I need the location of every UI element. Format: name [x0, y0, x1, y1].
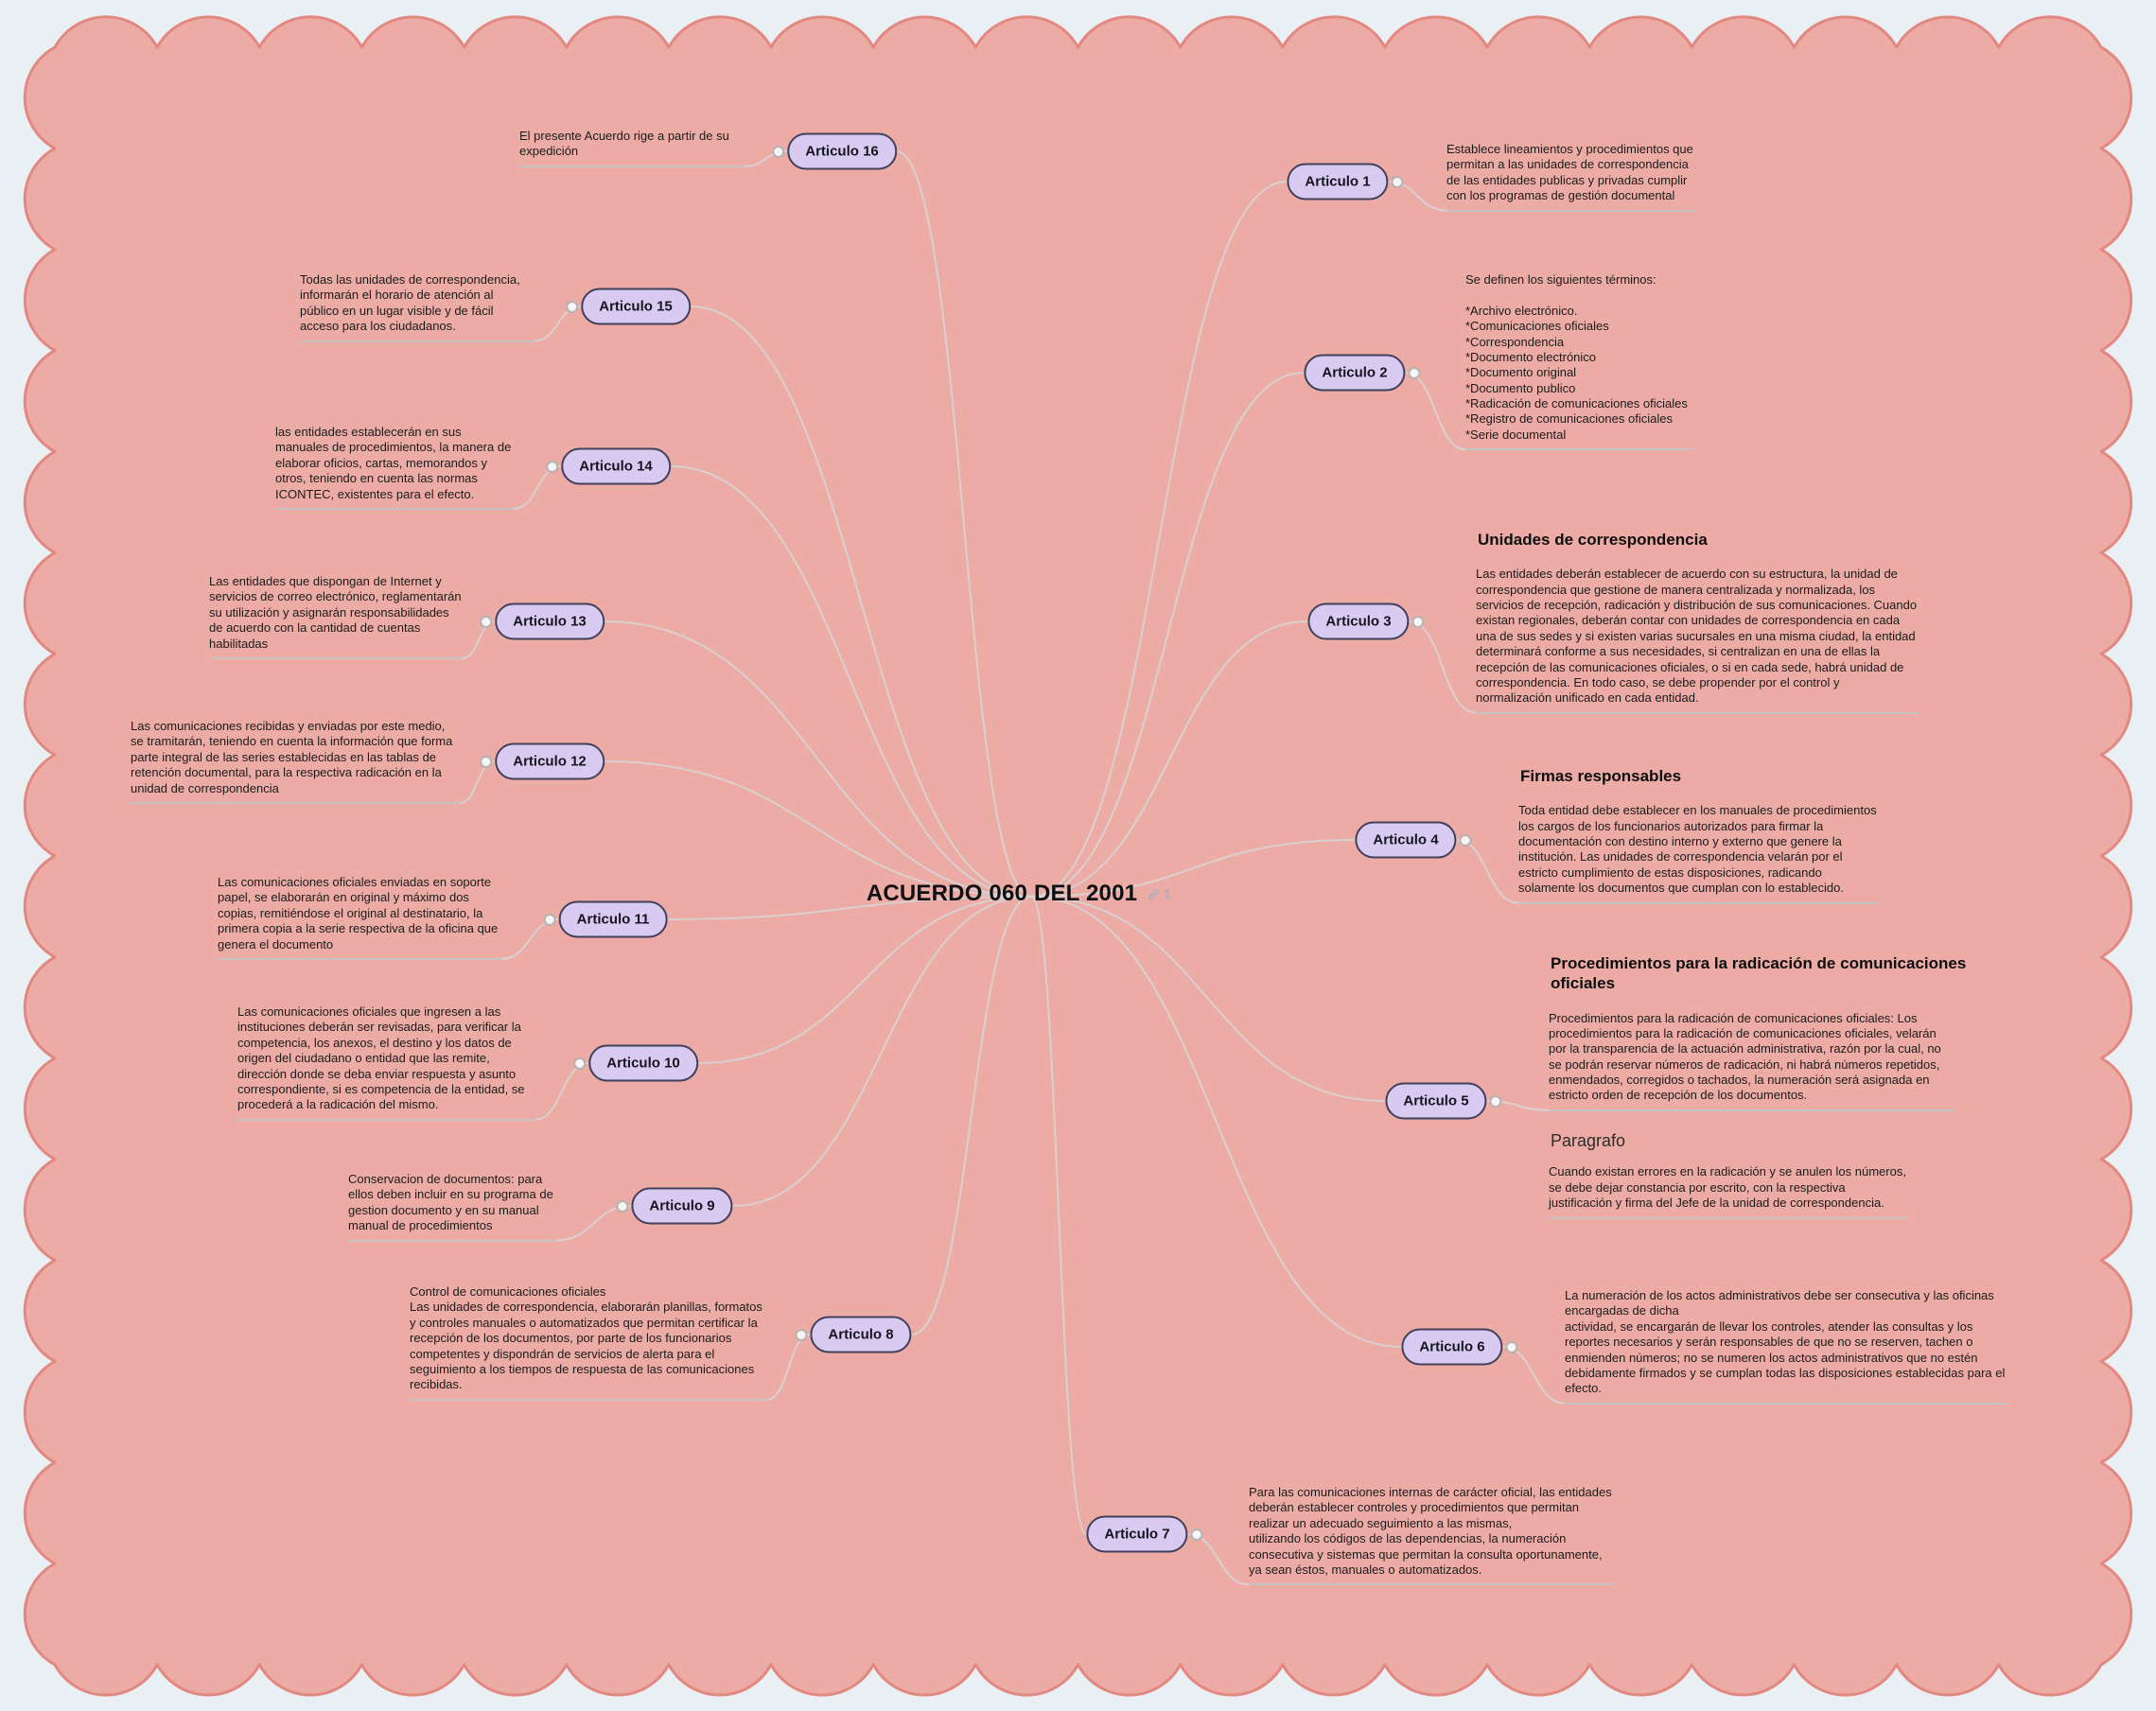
node-articulo-15[interactable]: Articulo 15: [566, 288, 691, 325]
connector-dot-icon: [1411, 615, 1425, 628]
connector-dot-icon: [543, 913, 556, 926]
note-articulo-7[interactable]: Para las comunicaciones internas de cará…: [1249, 1485, 1616, 1586]
link-count: 1: [1164, 886, 1172, 901]
note-text: Conservacion de documentos: para ellos d…: [348, 1172, 556, 1242]
node-label: Articulo 13: [513, 613, 587, 630]
connector-dot-icon: [616, 1199, 629, 1213]
link-icon: [1148, 888, 1159, 899]
connector-dot-icon: [1391, 175, 1404, 188]
node-articulo-9[interactable]: Articulo 9: [616, 1187, 733, 1225]
node-label: Articulo 6: [1419, 1338, 1485, 1355]
node-articulo-1[interactable]: Articulo 1: [1287, 163, 1404, 201]
note-text: Para las comunicaciones internas de cará…: [1249, 1485, 1616, 1586]
node-label: Articulo 16: [805, 143, 879, 160]
note-heading: Procedimientos para la radicación de com…: [1551, 954, 1967, 993]
note-text: Establece lineamientos y procedimientos …: [1446, 142, 1694, 212]
connector-dot-icon: [1505, 1340, 1518, 1353]
node-label: Articulo 1: [1305, 173, 1371, 190]
node-articulo-14[interactable]: Articulo 14: [546, 447, 671, 485]
note-articulo-10[interactable]: Las comunicaciones oficiales que ingrese…: [237, 1004, 535, 1121]
node-articulo-5[interactable]: Articulo 5: [1385, 1082, 1502, 1120]
note-articulo-2[interactable]: Se definen los siguientes términos: *Arc…: [1465, 272, 1692, 451]
connector-dot-icon: [480, 615, 493, 628]
connector-dot-icon: [1489, 1094, 1502, 1108]
note-articulo-5[interactable]: Procedimientos para la radicación de com…: [1549, 953, 2003, 1219]
note-text: Se definen los siguientes términos: *Arc…: [1465, 272, 1692, 451]
note-articulo-14[interactable]: las entidades establecerán en sus manual…: [275, 425, 514, 510]
note-text: las entidades establecerán en sus manual…: [275, 425, 514, 510]
connector-dot-icon: [480, 755, 493, 768]
connector-dot-icon: [1459, 833, 1472, 847]
root-topic[interactable]: ACUERDO 060 DEL 2001 1: [867, 881, 1171, 907]
note-subheading: Paragrafo: [1551, 1130, 1626, 1150]
note-articulo-3[interactable]: Unidades de correspondencia Las entidade…: [1476, 530, 1919, 714]
link-badge[interactable]: 1: [1147, 886, 1171, 901]
note-text: Cuando existan errores en la radicación …: [1549, 1164, 1908, 1219]
connector-dot-icon: [795, 1328, 808, 1341]
node-label: Articulo 10: [606, 1055, 680, 1072]
node-articulo-3[interactable]: Articulo 3: [1307, 602, 1425, 640]
node-articulo-13[interactable]: Articulo 13: [480, 602, 605, 640]
note-text: Las comunicaciones oficiales enviadas en…: [218, 875, 501, 960]
note-articulo-4[interactable]: Firmas responsables Toda entidad debe es…: [1518, 766, 1878, 904]
note-articulo-12[interactable]: Las comunicaciones recibidas y enviadas …: [131, 719, 460, 804]
node-label: Articulo 9: [649, 1197, 715, 1214]
connector-dot-icon: [1190, 1528, 1203, 1541]
node-articulo-2[interactable]: Articulo 2: [1304, 354, 1421, 392]
node-label: Articulo 5: [1403, 1092, 1469, 1109]
note-articulo-8[interactable]: Control de comunicaciones oficiales Las …: [410, 1284, 767, 1401]
node-label: Articulo 14: [579, 458, 653, 475]
note-articulo-16[interactable]: El presente Acuerdo rige a partir de su …: [519, 129, 745, 167]
note-text: Todas las unidades de correspondencia, i…: [300, 272, 535, 342]
connector-dot-icon: [566, 300, 579, 313]
note-heading: Unidades de correspondencia: [1478, 531, 1708, 549]
connector-dot-icon: [1408, 366, 1421, 379]
connector-dot-icon: [573, 1056, 587, 1070]
node-label: Articulo 12: [513, 753, 587, 770]
note-text: Control de comunicaciones oficiales Las …: [410, 1284, 767, 1401]
node-articulo-7[interactable]: Articulo 7: [1086, 1515, 1203, 1553]
node-label: Articulo 11: [576, 911, 650, 928]
connector-dot-icon: [772, 145, 785, 158]
node-label: Articulo 2: [1322, 364, 1388, 381]
node-label: Articulo 4: [1373, 831, 1439, 848]
note-text: Procedimientos para la radicación de com…: [1549, 1011, 1955, 1111]
root-title-text: ACUERDO 060 DEL 2001: [866, 881, 1138, 906]
node-articulo-11[interactable]: Articulo 11: [543, 900, 668, 938]
note-articulo-6[interactable]: La numeración de los actos administrativ…: [1565, 1288, 2009, 1405]
node-articulo-8[interactable]: Articulo 8: [795, 1316, 912, 1353]
note-text: El presente Acuerdo rige a partir de su …: [519, 129, 745, 167]
node-articulo-16[interactable]: Articulo 16: [772, 132, 897, 170]
node-articulo-6[interactable]: Articulo 6: [1401, 1328, 1518, 1366]
note-heading: Firmas responsables: [1520, 767, 1682, 785]
note-text: La numeración de los actos administrativ…: [1565, 1288, 2009, 1405]
note-articulo-9[interactable]: Conservacion de documentos: para ellos d…: [348, 1172, 556, 1242]
connector-dot-icon: [546, 460, 559, 473]
note-articulo-1[interactable]: Establece lineamientos y procedimientos …: [1446, 142, 1694, 212]
node-articulo-10[interactable]: Articulo 10: [573, 1044, 698, 1082]
node-label: Articulo 8: [828, 1326, 894, 1343]
note-text: Las entidades deberán establecer de acue…: [1476, 567, 1919, 714]
node-label: Articulo 15: [599, 298, 673, 315]
node-label: Articulo 3: [1325, 613, 1392, 630]
note-text: Las comunicaciones recibidas y enviadas …: [131, 719, 460, 804]
note-text: Las entidades que dispongan de Internet …: [209, 574, 463, 659]
note-articulo-13[interactable]: Las entidades que dispongan de Internet …: [209, 574, 463, 659]
node-articulo-12[interactable]: Articulo 12: [480, 742, 605, 780]
note-articulo-15[interactable]: Todas las unidades de correspondencia, i…: [300, 272, 535, 342]
node-label: Articulo 7: [1104, 1526, 1170, 1543]
note-articulo-11[interactable]: Las comunicaciones oficiales enviadas en…: [218, 875, 501, 960]
note-text: Toda entidad debe establecer en los manu…: [1518, 803, 1878, 904]
note-text: Las comunicaciones oficiales que ingrese…: [237, 1004, 535, 1121]
node-articulo-4[interactable]: Articulo 4: [1355, 821, 1472, 859]
